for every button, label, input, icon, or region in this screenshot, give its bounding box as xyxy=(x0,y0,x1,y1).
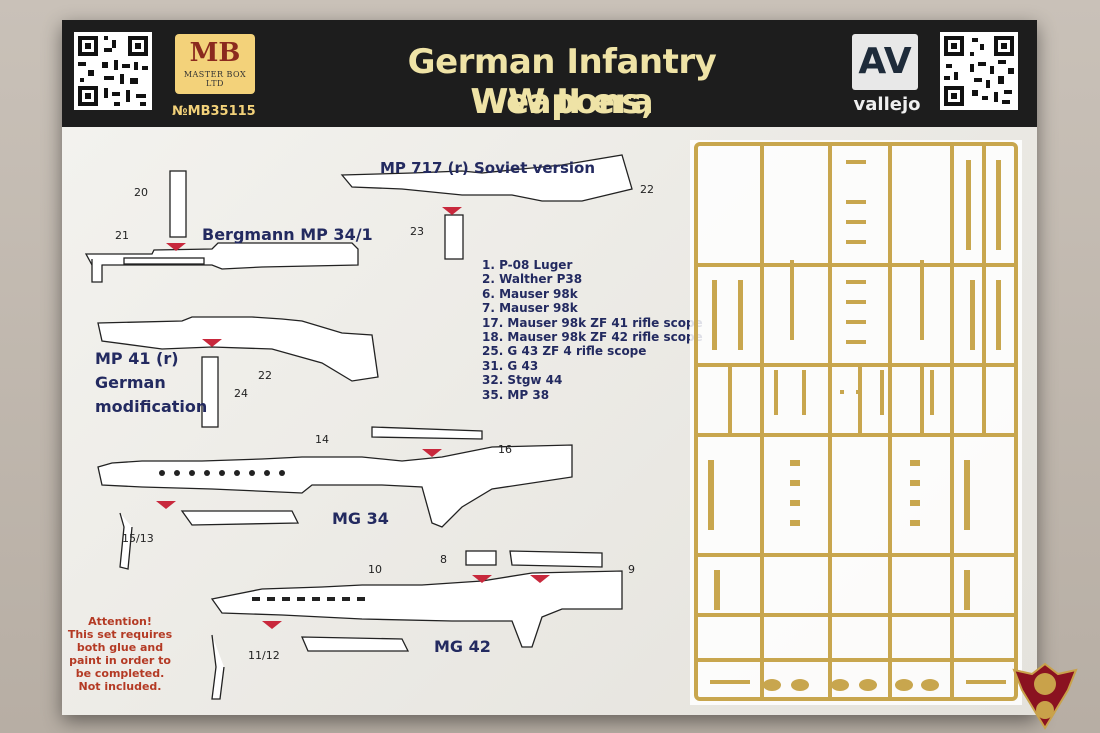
attention-notice: Attention! This set requires both glue a… xyxy=(60,615,180,693)
magazine-part-20 xyxy=(169,170,187,238)
mb-logo-sub: MASTER BOX LTD xyxy=(183,70,247,88)
model-kit-box-back: MB MASTER BOX LTD №MB35115 German Infant… xyxy=(62,20,1037,715)
box-header: MB MASTER BOX LTD №MB35115 German Infant… xyxy=(62,20,1037,127)
title-line2: WW II era xyxy=(470,82,654,122)
part-number-14: 14 xyxy=(315,433,329,446)
bergmann-mp34-drawing xyxy=(84,242,359,270)
mg34-bipod-drawing xyxy=(119,512,133,570)
part-number-21: 21 xyxy=(115,229,129,242)
mg42-part-9 xyxy=(509,550,603,568)
legend-item: 7. Mauser 98k xyxy=(482,301,578,316)
mp41-drawing xyxy=(97,316,379,382)
rm-watermark-logo xyxy=(1012,662,1078,730)
attention-line: be completed. xyxy=(75,667,165,680)
legend-item: 25. G 43 ZF 4 rifle scope xyxy=(482,344,647,359)
instruction-panel: 20 21 22 23 22 24 14 16 15/13 10 8 9 11/… xyxy=(62,127,1037,715)
legend-item: 1. P-08 Luger xyxy=(482,258,573,272)
label-mp41-line2: German xyxy=(95,373,166,392)
part-number-20: 20 xyxy=(134,186,148,199)
attention-line: Not included. xyxy=(78,680,162,693)
mg34-drawing xyxy=(97,444,573,528)
parts-sprue xyxy=(690,140,1022,705)
master-box-logo: MB MASTER BOX LTD xyxy=(175,34,255,94)
mb-logo-text: MB xyxy=(189,38,241,68)
catalog-number: №MB35115 xyxy=(172,104,256,119)
part-number-22b: 22 xyxy=(258,369,272,382)
part-number-11-12: 11/12 xyxy=(248,649,280,662)
legend-item: 17. Mauser 98k ZF 41 rifle scope xyxy=(482,315,703,330)
mg42-bipod-drawing xyxy=(211,634,225,700)
label-mp717: MP 717 (r) Soviet version xyxy=(380,159,596,177)
legend-item: 31. G 43 xyxy=(482,358,539,373)
part-number-8: 8 xyxy=(440,553,447,566)
legend-item: 6. Mauser 98k xyxy=(482,286,578,301)
attention-line: Attention! xyxy=(88,615,152,628)
legend-item: 35. MP 38 xyxy=(482,387,550,402)
vallejo-logo: AV xyxy=(852,34,918,90)
mg42-part-8 xyxy=(465,550,497,566)
label-mp41-line3: modification xyxy=(95,397,208,416)
qr-code-left xyxy=(74,32,152,110)
magazine-part-23 xyxy=(444,214,464,260)
attention-line: paint in order to xyxy=(69,654,171,667)
weapon-line-drawings xyxy=(84,154,633,700)
label-bergmann-mp34: Bergmann MP 34/1 xyxy=(202,225,373,244)
title-line1: German Infantry Weapons, xyxy=(407,42,717,122)
label-mp41-line1: MP 41 (r) xyxy=(95,349,179,368)
legend-item: 2. Walther P38 xyxy=(482,272,583,287)
qr-code-right xyxy=(940,32,1018,110)
label-mg34: MG 34 xyxy=(332,509,389,528)
attention-line: This set requires xyxy=(67,628,173,641)
mg34-cover-part-16 xyxy=(371,426,483,440)
part-number-15-13: 15/13 xyxy=(122,532,154,545)
mp717-drawing xyxy=(340,154,633,202)
label-mg42: MG 42 xyxy=(434,637,491,656)
legend-item: 18. Mauser 98k ZF 42 rifle scope xyxy=(482,330,703,345)
part-number-23: 23 xyxy=(410,225,424,238)
mg42-drawing xyxy=(210,570,623,648)
attention-line: both glue and xyxy=(76,641,164,654)
red-assembly-arrows xyxy=(156,207,550,629)
parts-legend: 1. P-08 Luger 2. Walther P38 6. Mauser 9… xyxy=(482,258,703,402)
part-number-16: 16 xyxy=(498,443,512,456)
part-number-9: 9 xyxy=(628,563,635,576)
vallejo-text: vallejo xyxy=(853,94,921,115)
part-number-10: 10 xyxy=(368,563,382,576)
magazine-part-24 xyxy=(201,356,219,428)
legend-item: 32. Stgw 44 xyxy=(482,373,563,388)
part-number-24: 24 xyxy=(234,387,248,400)
part-number-22a: 22 xyxy=(640,183,654,196)
